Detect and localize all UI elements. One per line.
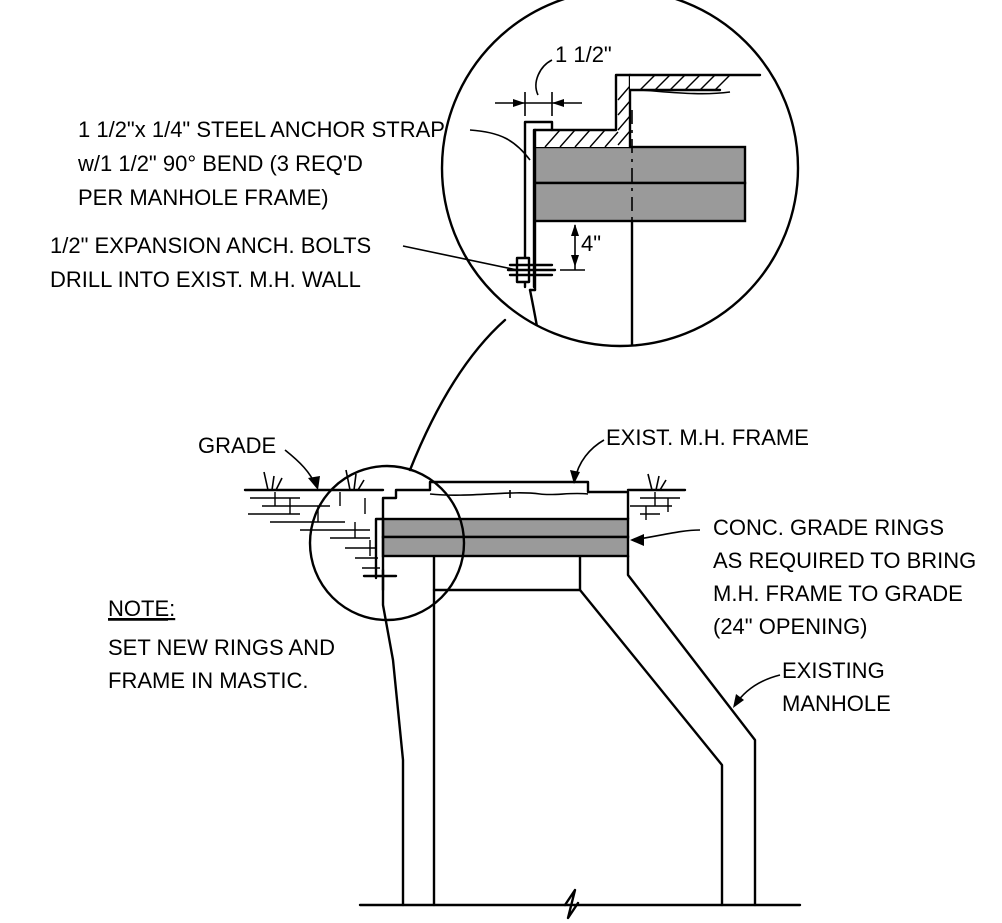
anchor-strap-label-line-1: 1 1/2"x 1/4" STEEL ANCHOR STRAP <box>78 117 445 142</box>
note-line-1: SET NEW RINGS AND <box>108 635 335 660</box>
detail-connector-line <box>408 318 507 472</box>
enlarged-detail <box>440 0 800 348</box>
grade-label: GRADE <box>198 433 276 458</box>
exist-frame-label: EXIST. M.H. FRAME <box>606 425 809 450</box>
expansion-bolts-label-line-2: DRILL INTO EXIST. M.H. WALL <box>50 267 361 292</box>
dimension-1-1-2 <box>495 59 582 116</box>
existing-manhole-label-line-2: MANHOLE <box>782 691 891 716</box>
anchor-strap-main <box>362 517 398 592</box>
conc-rings-label-line-3: M.H. FRAME TO GRADE <box>713 581 963 606</box>
dim-1-1-2-label: 1 1/2" <box>555 42 612 67</box>
leader-lines <box>284 129 781 708</box>
expansion-bolts-label-line-1: 1/2" EXPANSION ANCH. BOLTS <box>50 233 371 258</box>
detail-callout-circle-small <box>308 464 466 622</box>
existing-manhole-label-line-1: EXISTING <box>782 658 885 683</box>
concrete-grade-rings <box>381 517 630 558</box>
grade-surface <box>243 469 687 569</box>
manhole-frame <box>381 480 630 521</box>
note-heading: NOTE: <box>108 596 175 621</box>
anchor-strap-label-line-2: w/1 1/2" 90° BEND (3 REQ'D <box>77 151 363 176</box>
annotations: 1 1/2" 1 1/2"x 1/4" STEEL ANCHOR STRAP w… <box>50 42 976 716</box>
dimension-4-inch <box>560 220 585 271</box>
conc-rings-label-line-4: (24" OPENING) <box>713 614 868 639</box>
note-line-2: FRAME IN MASTIC. <box>108 668 308 693</box>
existing-manhole-section <box>358 554 802 920</box>
anchor-strap-label-line-3: PER MANHOLE FRAME) <box>78 185 329 210</box>
conc-rings-label-line-2: AS REQUIRED TO BRING <box>713 548 976 573</box>
dim-4-label: 4" <box>581 231 601 256</box>
conc-rings-label-line-1: CONC. GRADE RINGS <box>713 515 944 540</box>
